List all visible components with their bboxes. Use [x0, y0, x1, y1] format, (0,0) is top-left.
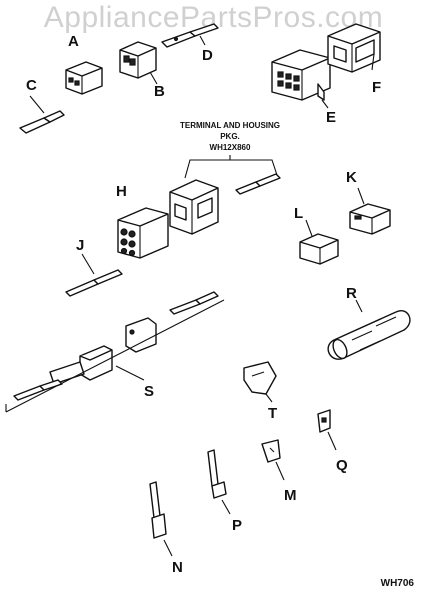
part-s-assembly[interactable] — [5, 291, 225, 413]
callout-c: C — [26, 77, 37, 94]
part-n-terminal[interactable] — [149, 481, 173, 557]
callout-e: E — [326, 109, 336, 126]
part-b-connector[interactable] — [119, 41, 158, 85]
part-t-clip[interactable] — [243, 361, 277, 403]
callout-d: D — [202, 47, 213, 64]
part-h-housing[interactable] — [117, 207, 169, 259]
callout-m: M — [284, 487, 297, 504]
part-d-terminal[interactable] — [161, 23, 219, 48]
callout-f: F — [372, 79, 381, 96]
package-note-line3: WH12X860 — [210, 143, 251, 152]
part-f-housing[interactable] — [327, 23, 381, 73]
part-r-sleeve[interactable] — [327, 299, 411, 361]
callout-t: T — [268, 405, 277, 422]
part-l-housing[interactable] — [299, 219, 339, 265]
callout-j: J — [76, 237, 84, 254]
figure-id: WH706 — [381, 578, 415, 589]
package-note-line2: PKG. — [220, 132, 240, 141]
callout-a: A — [68, 33, 79, 50]
part-m-terminal[interactable] — [261, 439, 285, 481]
part-a-housing[interactable] — [65, 61, 103, 95]
part-c-terminal[interactable] — [19, 95, 65, 134]
callout-b: B — [154, 83, 165, 100]
part-q-terminal[interactable] — [317, 409, 337, 451]
package-housing[interactable] — [169, 179, 219, 235]
callout-l: L — [294, 205, 303, 222]
callout-q: Q — [336, 457, 348, 474]
package-note-line1: TERMINAL AND HOUSING — [180, 121, 280, 130]
callout-h: H — [116, 183, 127, 200]
part-p-terminal[interactable] — [207, 449, 231, 515]
package-terminal[interactable] — [235, 173, 281, 195]
callout-k: K — [346, 169, 357, 186]
callout-p: P — [232, 517, 242, 534]
package-bracket — [184, 155, 279, 179]
part-j-terminal[interactable] — [65, 253, 123, 297]
part-k-housing[interactable] — [349, 187, 391, 235]
part-e-housing[interactable] — [271, 49, 331, 109]
callout-r: R — [346, 285, 357, 302]
callout-s: S — [144, 383, 154, 400]
callout-n: N — [172, 559, 183, 576]
